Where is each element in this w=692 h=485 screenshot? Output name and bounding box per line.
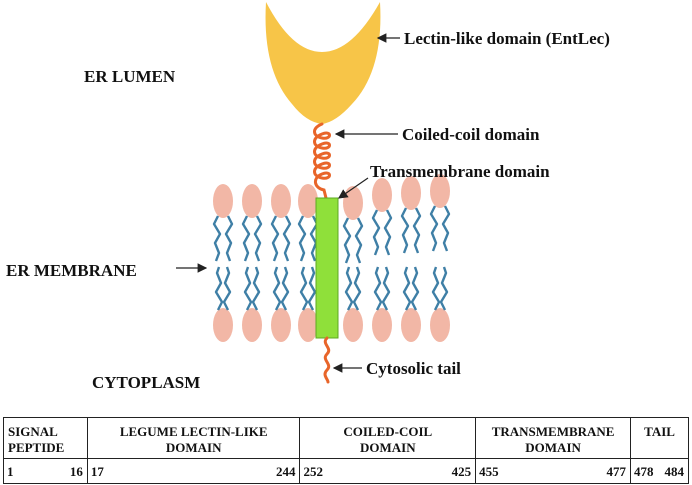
domain-name: TAIL [644,424,675,439]
transmembrane-domain-shape [315,197,339,339]
lectin-like-domain-shape [265,2,381,124]
er-membrane-label: ER MEMBRANE [6,261,137,280]
range-cell: 478 484 [630,458,689,484]
lipid-tail [429,205,439,252]
lipid-tail [224,215,234,262]
domain-name: PEPTIDE [8,440,65,455]
er-lumen-label: ER LUMEN [84,67,176,86]
range-start: 478 [634,464,654,479]
coiled-coil-shape [313,122,331,200]
lipid-tail [342,217,352,264]
lipid-tail [410,266,420,311]
range-end: 425 [451,464,472,479]
lipid-head [242,308,262,342]
lipid-tail [251,266,261,311]
lipid-tail [212,215,222,262]
domain-range-row: 1 16 17 244 252 425 455 477 478 484 [3,458,689,484]
protein-topology-diagram: ER LUMEN ER MEMBRANE CYTOPLASM Lectin-li… [6,2,610,392]
domain-name: DOMAIN [165,440,222,455]
lipid-tail [439,266,449,311]
lipid-tail [307,266,317,311]
cytoplasm-label: CYTOPLASM [92,373,200,392]
lipid-head [430,174,450,208]
lipid-head [271,184,291,218]
lipid-tail [383,209,393,256]
lipid-tail [381,266,391,311]
lipid-tail [371,209,381,256]
lipid-tail [282,215,292,262]
lipid-tail [214,266,224,311]
domain-name: SIGNAL [8,424,58,439]
domain-name: DOMAIN [360,440,416,455]
range-cell: 455 477 [475,458,632,484]
cytosolic-tail-shape [323,336,331,384]
lipid-head [298,184,318,218]
range-end: 477 [606,464,627,479]
lipid-head [372,308,392,342]
lipid-tail [272,266,282,311]
lipid-head [242,184,262,218]
range-end: 484 [664,464,685,479]
lipid-head [213,308,233,342]
lipid-tail [297,215,307,262]
lipid-head [372,178,392,212]
lipid-head [343,308,363,342]
lipid-tail [431,266,441,311]
lipid-tail [412,207,422,254]
range-start: 1 [7,464,14,479]
transmembrane-label: Transmembrane domain [370,162,550,181]
lipid-tail [400,207,410,254]
lipid-head [401,308,421,342]
lipid-tail [299,266,309,311]
lipid-tail [354,217,364,264]
lipid-tail [270,215,280,262]
lipid-tail [441,205,451,252]
lipid-tail [241,215,251,262]
lectin-domain-label: Lectin-like domain (EntLec) [404,29,610,48]
domain-name: DOMAIN [525,440,581,455]
range-start: 17 [90,464,104,479]
lipid-head [343,186,363,220]
lipid-head [298,308,318,342]
range-end: 16 [69,464,83,479]
cytosolic-tail-label: Cytosolic tail [366,359,461,378]
lipid-tail [402,266,412,311]
domain-name: LEGUME LECTIN-LIKE [119,424,268,439]
transmembrane-arrow [338,177,369,199]
coiled-coil-label: Coiled-coil domain [402,125,540,144]
range-start: 455 [479,464,499,479]
lipid-tail [352,266,362,311]
lipid-head [213,184,233,218]
lipid-bilayer [212,174,451,342]
lipid-tail [373,266,383,311]
range-cell: 1 16 [3,458,88,484]
domain-name: COILED-COIL [343,424,433,439]
lipid-tail [222,266,232,311]
lipid-tail [280,266,290,311]
lipid-tail [253,215,263,262]
lipid-head [430,308,450,342]
domain-cell-tail: TAIL [630,417,689,459]
lipid-tail [243,266,253,311]
range-start: 252 [303,464,323,479]
domain-name: TRANSMEMBRANE [491,424,615,439]
lipid-head [271,308,291,342]
range-cell: 252 425 [299,458,477,484]
lipid-head [401,176,421,210]
lipid-tail [344,266,354,311]
range-cell: 17 244 [86,458,301,484]
range-end: 244 [275,464,296,479]
